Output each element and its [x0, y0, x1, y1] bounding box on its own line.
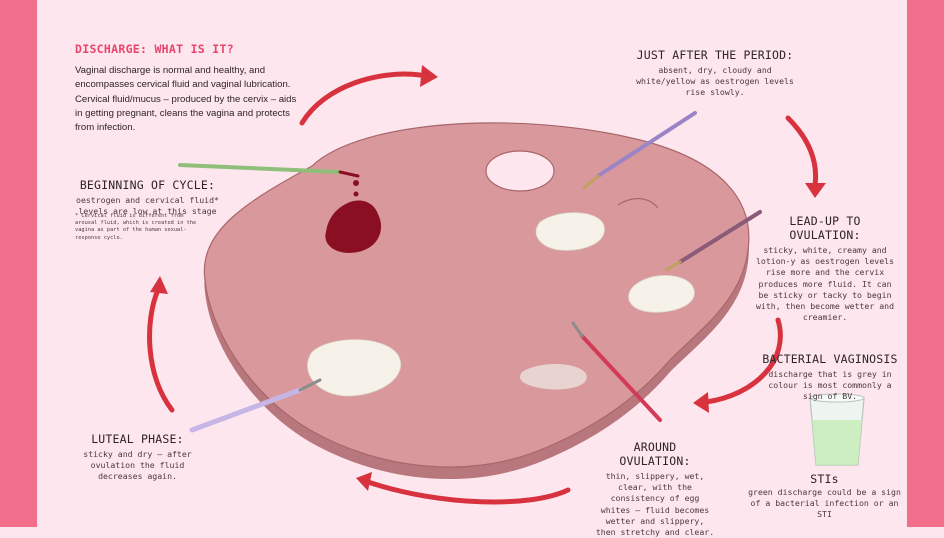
stage-lead-up: LEAD-UP TO OVULATION: sticky, white, cre…: [755, 214, 895, 323]
discharge-blob-after-period: [535, 212, 605, 251]
blood-blob: [325, 200, 382, 253]
discharge-blob-ovulation: [520, 363, 587, 390]
brush-green: [178, 163, 360, 178]
intro-body: Vaginal discharge is normal and healthy,…: [75, 65, 297, 134]
intro-section: DISCHARGE: WHAT IS IT? Vaginal discharge…: [75, 42, 300, 135]
stage-stis-title: STIs: [810, 472, 839, 486]
stage-after-period-body: absent, dry, cloudy and white/yellow as …: [636, 65, 794, 98]
discharge-blob-lead-up: [628, 275, 695, 313]
stage-around-ovulation-body: thin, slippery, wet, clear, with the con…: [595, 471, 715, 538]
stage-after-period: JUST AFTER THE PERIOD: absent, dry, clou…: [630, 48, 800, 99]
stage-luteal-title: LUTEAL PHASE:: [91, 432, 184, 446]
blood-drop: [353, 191, 359, 197]
arrow-left: [147, 287, 175, 413]
palette-thumb-hole: [485, 150, 555, 192]
stage-after-period-title: JUST AFTER THE PERIOD:: [636, 48, 794, 62]
arrowhead-top: [420, 65, 438, 87]
stage-beginning: BEGINNING OF CYCLE: oestrogen and cervic…: [65, 178, 230, 217]
left-frame-bar: [0, 0, 37, 527]
stage-stis: STIs green discharge could be a sign of …: [742, 472, 907, 521]
arrowhead-bottom: [356, 472, 372, 491]
stage-luteal-body: sticky and dry – after ovulation the flu…: [83, 449, 192, 482]
arrow-top: [299, 71, 423, 126]
stage-bv-body: discharge that is grey in colour is most…: [768, 369, 892, 402]
arrow-right-upper: [785, 115, 819, 188]
blood-drop: [353, 180, 359, 186]
palette-notch: [617, 198, 659, 209]
stage-beginning-footnote-block: * Cervical fluid is different from arous…: [75, 211, 205, 242]
brush-red: [571, 321, 662, 422]
arrow-bottom: [365, 479, 571, 505]
glass-icon: [809, 393, 865, 466]
stage-beginning-footnote: * Cervical fluid is different from arous…: [75, 213, 197, 241]
stage-stis-body: green discharge could be a sign of a bac…: [748, 487, 901, 520]
stage-bv-title: BACTERIAL VAGINOSIS: [762, 352, 898, 366]
arrow-right-lower: [703, 317, 783, 405]
brush-purple-top: [582, 111, 697, 190]
arrowhead-right-lower: [693, 392, 709, 413]
arrowhead-right-upper: [805, 183, 826, 198]
stage-luteal: LUTEAL PHASE: sticky and dry – after ovu…: [70, 432, 205, 483]
stage-around-ovulation-title: AROUND OVULATION:: [619, 440, 691, 468]
stage-bv: BACTERIAL VAGINOSIS discharge that is gr…: [760, 352, 900, 403]
intro-title: DISCHARGE: WHAT IS IT?: [75, 42, 234, 56]
stage-lead-up-body: sticky, white, creamy and lotion-y as oe…: [755, 245, 895, 323]
arrowhead-left: [150, 276, 168, 294]
brush-mauve: [664, 210, 762, 272]
illustration: [147, 65, 865, 505]
stage-beginning-title: BEGINNING OF CYCLE:: [79, 178, 216, 192]
right-frame-bar: [907, 0, 944, 527]
stage-lead-up-title: LEAD-UP TO OVULATION:: [789, 214, 861, 242]
stage-beginning-body: oestrogen and cervical fluid* levels are…: [76, 195, 219, 217]
brush-lilac: [189, 378, 322, 433]
stage-around-ovulation: AROUND OVULATION: thin, slippery, wet, c…: [595, 440, 715, 538]
